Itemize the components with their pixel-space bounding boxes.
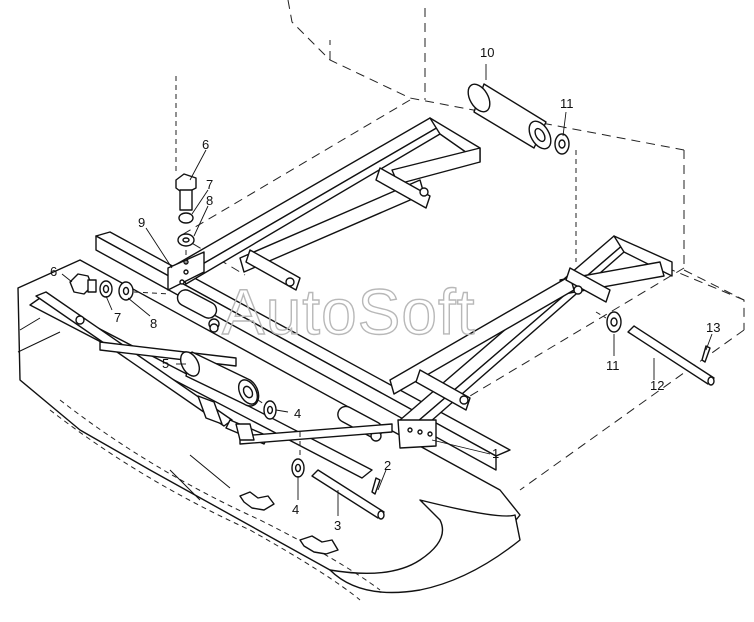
callout-11-bottom: 11 (606, 358, 620, 373)
washer-part-8-top (177, 233, 195, 247)
callout-6-top: 6 (202, 137, 209, 152)
roller-part-10 (467, 83, 552, 150)
callout-4-upper: 4 (294, 406, 301, 421)
callout-5: 5 (162, 356, 169, 371)
callout-1: 1 (492, 446, 499, 461)
washer-part-11-top (554, 133, 570, 155)
callout-4-lower: 4 (292, 502, 299, 517)
washer-part-11-bottom (606, 311, 622, 333)
linkage-levers (35, 291, 393, 445)
cotter-part-2 (371, 477, 381, 495)
callout-13: 13 (706, 320, 720, 335)
bolt-part-6-top (175, 173, 197, 211)
callout-9: 9 (138, 215, 145, 230)
centerlines (133, 76, 607, 458)
leader-lines (61, 64, 713, 516)
pin-part-3 (311, 469, 385, 520)
roller-part-5 (179, 351, 260, 407)
slide-frame (167, 117, 673, 449)
bolt-part-6-side (69, 273, 97, 295)
callout-11-top: 11 (560, 96, 574, 111)
lockwasher-part-7-side (99, 280, 113, 298)
washer-part-8-side (118, 281, 134, 301)
callout-7-side: 7 (114, 310, 121, 325)
axle-part-12 (627, 325, 715, 386)
callout-numbers: 10 11 6 7 8 9 6 7 8 5 4 4 3 2 1 11 12 13 (50, 45, 720, 533)
callout-12: 12 (650, 378, 664, 393)
callout-3: 3 (334, 518, 341, 533)
callout-2: 2 (384, 458, 391, 473)
cotter-part-13 (701, 345, 711, 363)
lockwasher-part-7-top (178, 212, 194, 224)
callout-6-side: 6 (50, 264, 57, 279)
autosoft-watermark: AutoSoft (222, 276, 476, 348)
washer-part-4 (263, 400, 305, 478)
callout-8-side: 8 (150, 316, 157, 331)
callout-7-top: 7 (206, 177, 213, 192)
callout-8-top: 8 (206, 193, 213, 208)
callout-10: 10 (480, 45, 494, 60)
